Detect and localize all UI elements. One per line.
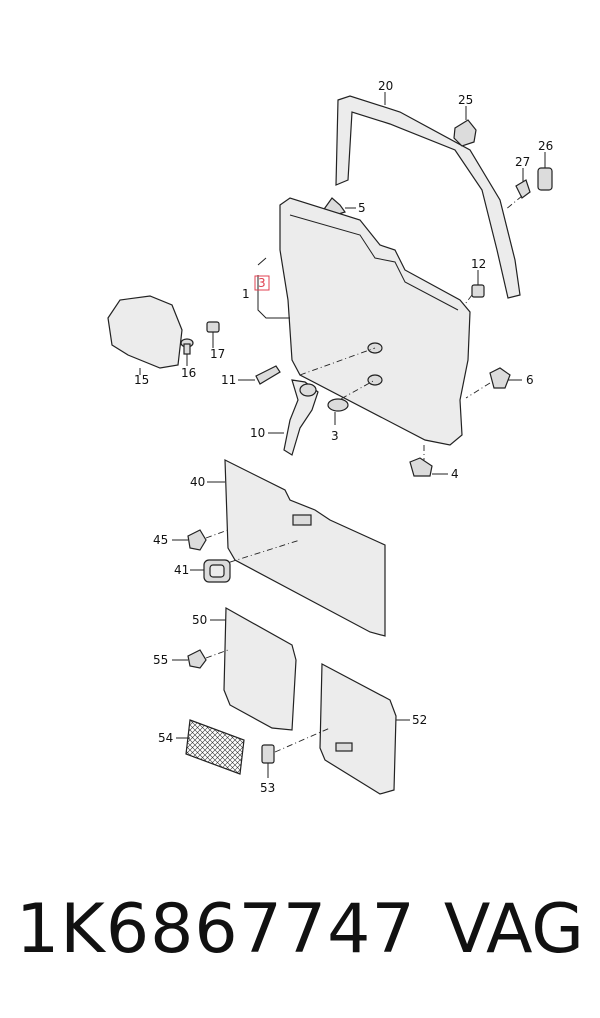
callout-53: 53 bbox=[260, 781, 275, 795]
part-6-lock bbox=[465, 367, 522, 399]
part-11-screw bbox=[238, 365, 281, 385]
callout-41: 41 bbox=[174, 563, 189, 577]
callout-16: 16 bbox=[181, 366, 196, 380]
callout-10: 10 bbox=[250, 426, 265, 440]
part-25-clip bbox=[453, 106, 477, 147]
part-number-text: 1K6867747 bbox=[16, 890, 416, 969]
part-1-main-panel bbox=[279, 197, 471, 446]
callout-3-highlighted: 3 bbox=[258, 276, 266, 290]
part-27-clip bbox=[504, 168, 531, 211]
part-50-board bbox=[210, 606, 297, 731]
callout-15: 15 bbox=[134, 373, 149, 387]
parts-exploded-diagram: 20 25 26 27 5 12 1 3 15 16 17 11 6 10 3 … bbox=[107, 79, 553, 795]
part-12-clip bbox=[461, 270, 485, 309]
callout-25: 25 bbox=[458, 93, 473, 107]
callout-12: 12 bbox=[471, 257, 486, 271]
callout-5: 5 bbox=[358, 201, 366, 215]
part-41-handle-cup bbox=[190, 559, 231, 583]
callout-45: 45 bbox=[153, 533, 168, 547]
callout-20: 20 bbox=[378, 79, 393, 93]
callout-4: 4 bbox=[451, 467, 459, 481]
callout-26: 26 bbox=[538, 139, 553, 153]
part-53-clip bbox=[261, 727, 331, 778]
part-52-board bbox=[319, 663, 410, 795]
callout-54: 54 bbox=[158, 731, 173, 745]
part-45-clip bbox=[172, 529, 229, 551]
callout-6: 6 bbox=[526, 373, 534, 387]
callout-55: 55 bbox=[153, 653, 168, 667]
part-3-cap bbox=[327, 398, 349, 425]
callout-1: 1 bbox=[242, 287, 250, 301]
part-20-upper-frame bbox=[335, 92, 521, 299]
label-1-bracket bbox=[257, 257, 290, 319]
part-26-clip bbox=[537, 152, 553, 191]
part-40-board bbox=[204, 459, 386, 637]
part-10-pull-strap bbox=[268, 379, 319, 456]
highlight-box-3 bbox=[254, 275, 270, 291]
callout-52: 52 bbox=[412, 713, 427, 727]
callout-50: 50 bbox=[192, 613, 207, 627]
part-16-screw bbox=[180, 338, 194, 366]
callout-3: 3 bbox=[331, 429, 339, 443]
callout-27: 27 bbox=[515, 155, 530, 169]
callout-17: 17 bbox=[210, 347, 225, 361]
callout-11: 11 bbox=[221, 373, 236, 387]
part-4-clip bbox=[409, 445, 448, 477]
part-55-clip bbox=[172, 649, 229, 669]
part-54-mesh bbox=[176, 719, 245, 775]
brand-text: VAG bbox=[443, 890, 584, 969]
callout-40: 40 bbox=[190, 475, 205, 489]
part-17-clip bbox=[206, 321, 220, 348]
part-15-cover bbox=[107, 295, 183, 375]
